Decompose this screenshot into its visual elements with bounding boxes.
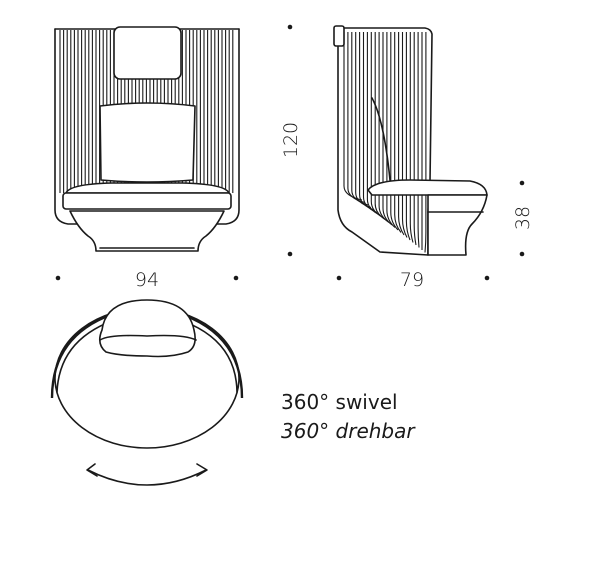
side-rib-line (405, 32, 411, 241)
side-rib-line (378, 32, 390, 223)
front-seat-platform (62, 192, 232, 210)
side-rib-line (343, 32, 363, 201)
front-base (69, 210, 225, 252)
dimension-dots (55, 24, 525, 281)
side-rib-line (390, 32, 399, 231)
side-rib-line (382, 32, 393, 226)
side-base (427, 194, 488, 256)
side-rib-line (386, 32, 396, 228)
side-back-cushion (371, 97, 391, 181)
front-headrest (113, 26, 182, 80)
side-view (333, 25, 488, 256)
top-headrest-seam (99, 334, 197, 341)
seat-bottom-dot (519, 251, 525, 257)
side-rib-line (347, 32, 366, 204)
depth-label: 79 (400, 269, 424, 291)
top-view (50, 299, 244, 486)
height-top-dot (287, 24, 293, 30)
front-back-cushion (99, 102, 196, 183)
front-view (54, 26, 240, 252)
side-rib-line (424, 32, 427, 253)
rotation-arrow-head-left (86, 463, 98, 477)
side-backrest-ribs (343, 32, 427, 253)
side-headrest (333, 25, 345, 47)
width-right-dot (233, 275, 239, 281)
seat-height-label: 38 (512, 206, 534, 230)
width-label: 94 (135, 269, 159, 291)
side-rib-line (398, 32, 405, 236)
depth-left-dot (336, 275, 342, 281)
caption-swivel-de: 360° drehbar (281, 419, 416, 443)
side-rib-line (413, 32, 417, 246)
rotation-arrow (87, 469, 207, 486)
side-rib-line (394, 32, 402, 233)
depth-right-dot (484, 275, 490, 281)
top-headrest-cushion (98, 299, 196, 358)
seat-top-dot (519, 180, 525, 186)
side-rib-line (409, 32, 414, 243)
caption-swivel-en: 360° swivel (281, 390, 398, 414)
side-rib-line (401, 32, 408, 238)
side-rib-line (417, 32, 420, 248)
rotation-arrow-head-right (196, 463, 208, 477)
height-label: 120 (280, 122, 302, 158)
width-left-dot (55, 275, 61, 281)
front-seat-top (65, 182, 230, 194)
side-seat-top (367, 179, 488, 196)
height-bottom-dot (287, 251, 293, 257)
